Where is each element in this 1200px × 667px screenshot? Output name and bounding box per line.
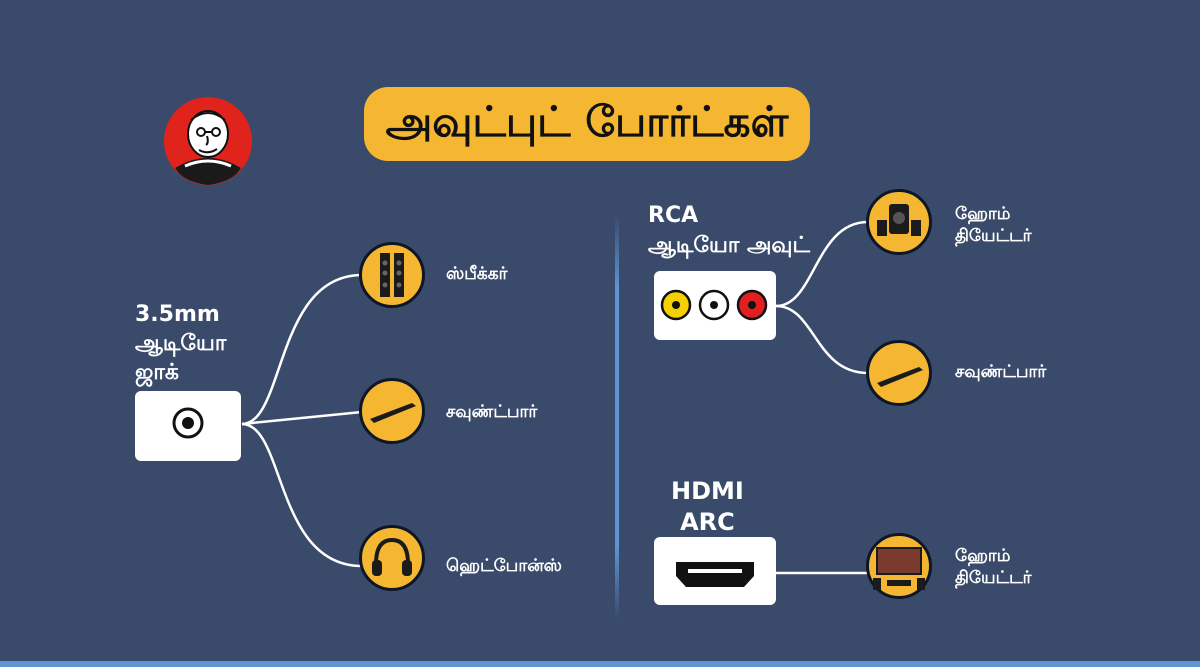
wire-jack-to-speaker [241,273,363,426]
tower-speakers-icon [380,253,404,297]
speaker-device [359,242,425,308]
home-theater-device [866,189,932,255]
rca-label-line: ஆடியோ அவுட் [648,233,810,258]
section-divider [615,215,619,620]
audio-jack-label-line: ஜாக் [135,360,179,385]
rca-jack-yellow [660,289,692,321]
title-banner: அவுட்புட் போர்ட்கள் [364,87,810,161]
wire-rca-to-hometheater [775,220,869,308]
home-theater-label-line: ஹோம் [955,204,1011,224]
audio-jack-icon [172,407,204,439]
tv-home-theater-icon [873,547,925,590]
audio-jack-port [135,391,241,461]
tv-home-theater-device [866,533,932,599]
audio-jack-label-line: ஆடியோ [135,331,227,356]
rca-jacks-icon [660,289,768,321]
soundbar-device [359,378,425,444]
home-theater-speakers-icon [877,204,921,236]
cartoon-mascot-logo [164,97,252,185]
soundbar-icon [370,403,416,423]
page-title: அவுட்புட் போர்ட்கள் [385,96,789,146]
rca-port [654,271,776,340]
hdmi-arc-label: HDMI ARC [671,476,744,538]
soundbar-icon [877,367,923,387]
headphones-icon [372,537,412,576]
hdmi-home-theater-label: ஹோம் தியேட்டர் [955,545,1032,589]
home-theater-label: ஹோம் தியேட்டர் [955,203,1032,247]
rca-jack-red [736,289,768,321]
rca-soundbar-device [866,340,932,406]
audio-jack-label-line: 3.5mm [135,302,220,327]
rca-label-line: RCA [648,203,699,228]
hdmi-arc-port [654,537,776,605]
soundbar-label: சவுண்ட்பார் [446,402,538,422]
wire-jack-to-headphones [241,422,363,568]
wire-jack-to-soundbar [241,410,363,426]
hdmi-home-theater-label-line: ஹோம் [955,546,1011,566]
rca-soundbar-label: சவுண்ட்பார் [955,362,1047,382]
rca-jack-white [698,289,730,321]
hdmi-port-icon [676,562,754,587]
hdmi-home-theater-label-line: தியேட்டர் [955,568,1032,588]
audio-jack-label: 3.5mm ஆடியோ ஜாக் [135,300,226,387]
home-theater-label-line: தியேட்டர் [955,226,1032,246]
headphones-label: ஹெட்போன்ஸ் [446,556,562,576]
hdmi-arc-label-line: ARC [680,508,735,536]
speaker-label: ஸ்பீக்கர் [446,264,508,284]
hdmi-arc-label-line: HDMI [671,477,744,505]
headphones-device [359,525,425,591]
rca-label: RCA ஆடியோ அவுட் [648,201,810,261]
wire-rca-to-soundbar [775,304,869,375]
